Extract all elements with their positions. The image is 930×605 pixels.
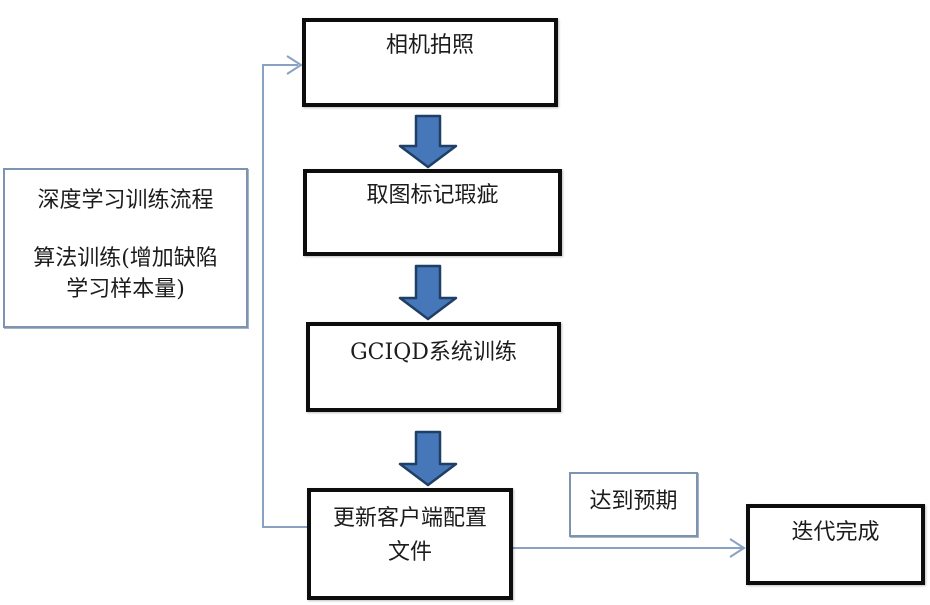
down-block-arrow-1-icon — [398, 114, 458, 169]
done-arrowhead-icon — [729, 538, 746, 558]
down-block-arrow-3-icon — [398, 430, 458, 487]
flow-step-done: 迭代完成 — [746, 504, 925, 585]
process-note-body-line2: 学习样本量) — [66, 277, 185, 302]
process-note-box: 深度学习训练流程 算法训练(增加缺陷 学习样本量) — [3, 168, 248, 328]
flow-step-camera: 相机拍照 — [302, 18, 558, 107]
condition-expectation-label: 达到预期 — [589, 489, 678, 514]
flow-step-system-training: GCIQD系统训练 — [306, 322, 561, 412]
loopback-connector — [262, 64, 307, 528]
flow-step-update-config-label-line1: 更新客户端配置 — [332, 506, 487, 531]
flow-step-update-config-label-line2: 文件 — [387, 540, 432, 565]
down-block-arrow-2-icon — [398, 264, 458, 321]
flow-step-system-training-label: GCIQD系统训练 — [350, 340, 517, 365]
flow-step-mark-defects: 取图标记瑕疵 — [303, 169, 562, 256]
loopback-arrowhead-icon — [286, 55, 303, 75]
flow-step-camera-label: 相机拍照 — [385, 33, 474, 58]
flow-step-mark-defects-label: 取图标记瑕疵 — [366, 183, 499, 208]
process-note-body-line1: 算法训练(增加缺陷 — [33, 246, 218, 271]
flow-step-update-config: 更新客户端配置 文件 — [307, 488, 513, 600]
condition-expectation-box: 达到预期 — [569, 472, 698, 537]
flow-step-done-label: 迭代完成 — [791, 520, 880, 545]
process-note-title: 深度学习训练流程 — [37, 188, 214, 213]
